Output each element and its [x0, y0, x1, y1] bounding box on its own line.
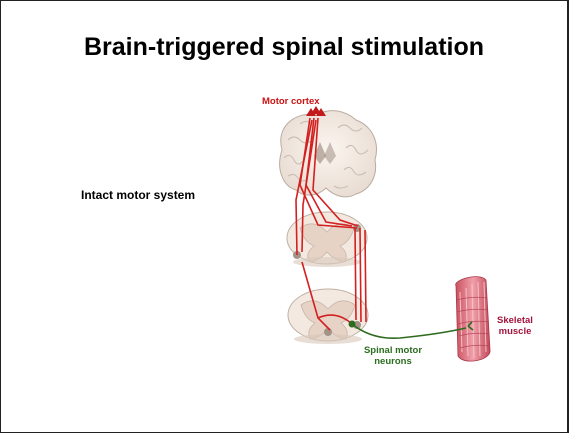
- motor-cortex-label: Motor cortex: [262, 97, 320, 108]
- motor-neuron-soma: [349, 321, 356, 328]
- brain-section: [280, 111, 377, 197]
- spinal-motor-neurons-label: Spinal motor neurons: [358, 346, 428, 368]
- skeletal-muscle-label: Skeletal muscle: [490, 316, 540, 338]
- motor-neuron-axon: [352, 322, 473, 338]
- skeletal-muscle: [456, 277, 490, 362]
